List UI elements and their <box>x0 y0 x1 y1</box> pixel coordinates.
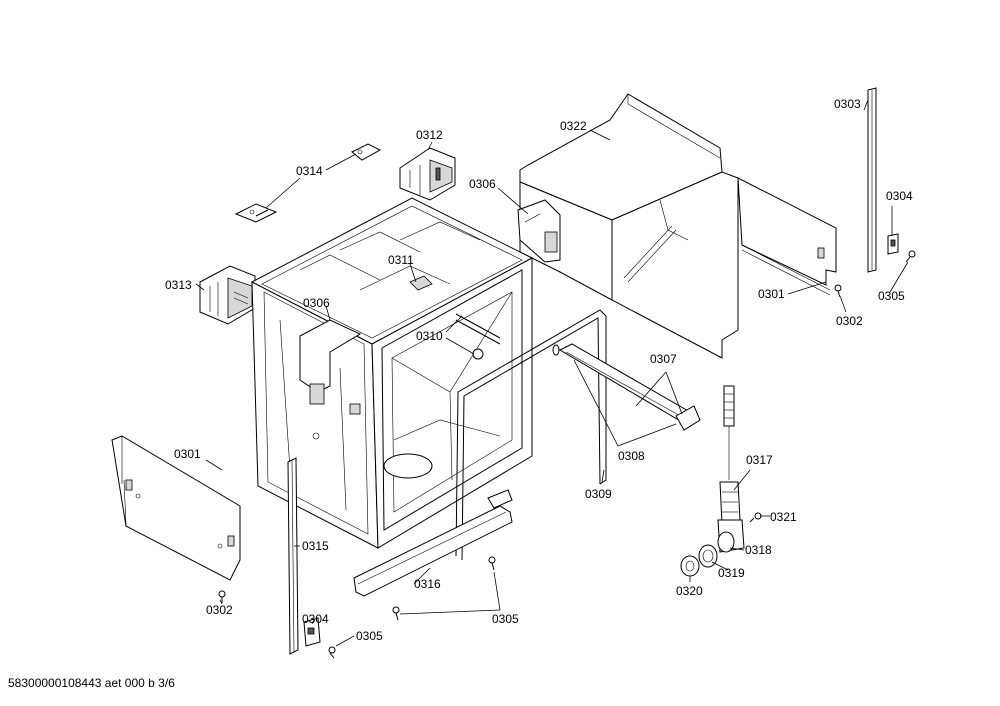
label-0304-right: 0304 <box>886 189 913 203</box>
label-0303: 0303 <box>834 97 861 111</box>
label-0317: 0317 <box>746 453 773 467</box>
side-strip-0315 <box>287 457 299 655</box>
rear-housing-part <box>519 93 837 359</box>
leader-lines <box>195 99 909 647</box>
hinge-block-0312 <box>399 147 456 201</box>
label-0307: 0307 <box>650 352 677 366</box>
front-panel-0301 <box>111 435 241 581</box>
base-rail-0316 <box>353 489 513 597</box>
main-tub <box>250 197 534 549</box>
label-0320: 0320 <box>676 584 703 598</box>
side-strip-part <box>867 87 877 273</box>
screw-0305-left <box>328 646 336 659</box>
spray-rail-0307 <box>552 343 701 431</box>
label-0315: 0315 <box>302 539 329 553</box>
screw-0302-right <box>834 284 842 298</box>
label-0306-top: 0306 <box>469 177 496 191</box>
housing-clip <box>517 199 561 263</box>
screws-0305-center <box>392 556 496 621</box>
label-0310: 0310 <box>416 329 443 343</box>
label-0309: 0309 <box>585 487 612 501</box>
label-0314: 0314 <box>296 164 323 178</box>
hinge-block-0313 <box>199 265 256 325</box>
label-0302-left: 0302 <box>206 603 233 617</box>
label-0321: 0321 <box>770 510 797 524</box>
label-0302-right: 0302 <box>836 314 863 328</box>
label-0318: 0318 <box>745 543 772 557</box>
document-id-footer: 58300000108443 aet 000 b 3/6 <box>8 676 175 690</box>
part-labels: 0303 0304 0305 0302 0301 0322 0312 0314 … <box>165 97 913 643</box>
label-0304-left: 0304 <box>302 612 329 626</box>
hinge-plate-0314 <box>234 143 382 223</box>
bracket-0304-left <box>303 617 321 647</box>
label-0308: 0308 <box>618 449 645 463</box>
label-0301-left: 0301 <box>174 447 201 461</box>
label-0305-left: 0305 <box>356 629 383 643</box>
bracket-0304-right <box>887 233 899 255</box>
label-0313: 0313 <box>165 278 192 292</box>
label-0319: 0319 <box>718 566 745 580</box>
label-0301-right: 0301 <box>758 287 785 301</box>
label-0306-left: 0306 <box>303 296 330 310</box>
label-0316: 0316 <box>414 577 441 591</box>
label-0305-center: 0305 <box>492 612 519 626</box>
hose-assembly <box>680 385 762 577</box>
door-seal-0309 <box>455 309 607 561</box>
label-0305-right: 0305 <box>878 289 905 303</box>
label-0312: 0312 <box>416 128 443 142</box>
screw-0302-left <box>218 590 226 603</box>
label-0311: 0311 <box>388 253 414 267</box>
screw-0305-right <box>905 250 916 263</box>
label-0322: 0322 <box>560 119 587 133</box>
